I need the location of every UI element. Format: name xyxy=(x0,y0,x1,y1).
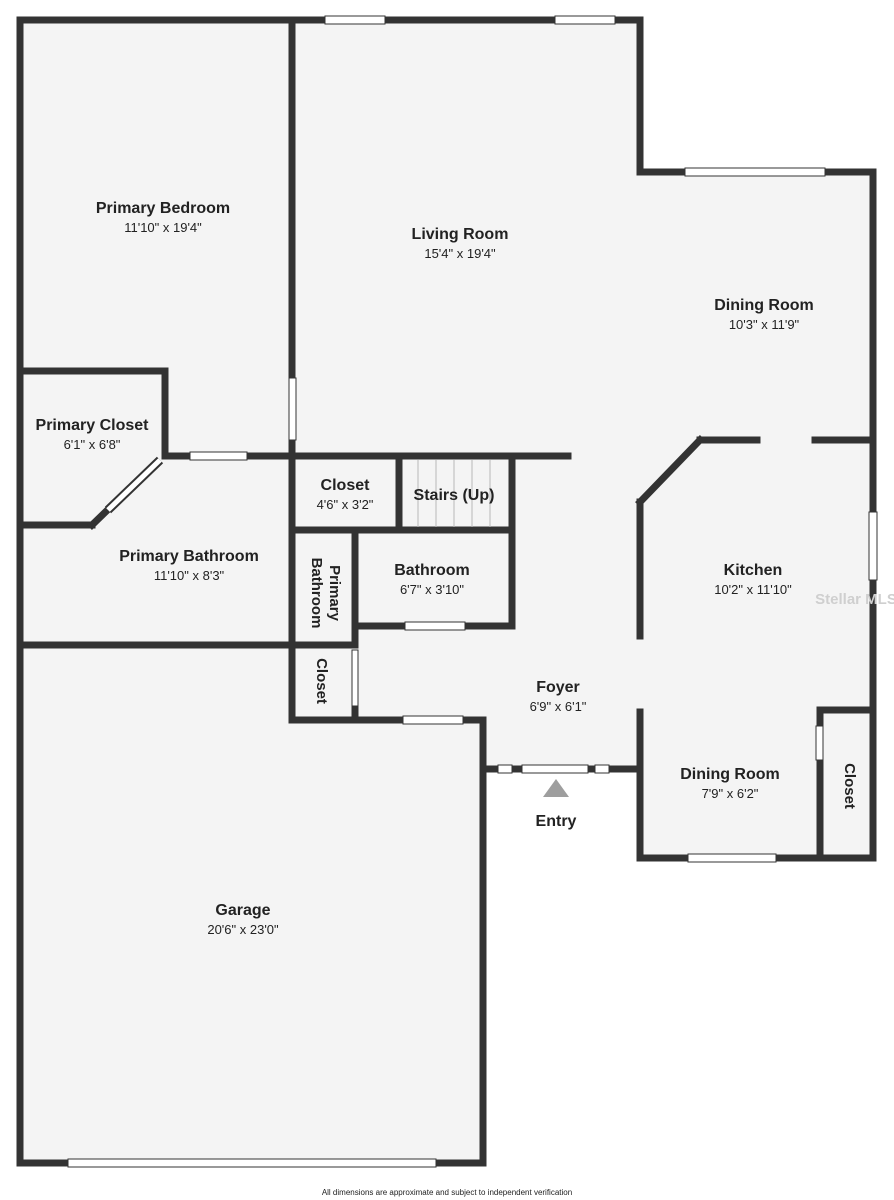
room-name-dining-room: Dining Room xyxy=(714,297,814,314)
room-name-dining-room-small: Dining Room xyxy=(680,766,780,783)
room-name-primary-bath-wc-line1: Primary xyxy=(326,565,343,622)
entry-label: Entry xyxy=(536,813,577,830)
room-name-primary-bath-wc: Primary Bathroom xyxy=(308,558,343,629)
room-dims-garage: 20'6" x 23'0" xyxy=(207,922,279,937)
room-name-closet-kitchen-text: Closet xyxy=(841,763,858,809)
room-name-bathroom: Bathroom xyxy=(394,562,470,579)
room-name-foyer: Foyer xyxy=(536,679,580,696)
windows xyxy=(67,15,878,1168)
room-name-closet-kitchen: Closet xyxy=(841,763,858,809)
room-dims-primary-bedroom: 11'10" x 19'4" xyxy=(124,220,202,235)
room-dims-living-room: 15'4" x 19'4" xyxy=(424,246,496,261)
room-name-kitchen: Kitchen xyxy=(724,562,783,579)
room-name-primary-bath-wc-line2: Bathroom xyxy=(308,558,325,629)
room-name-closet-small: Closet xyxy=(313,658,330,704)
room-name-primary-bedroom: Primary Bedroom xyxy=(96,200,230,217)
room-name-garage: Garage xyxy=(215,902,270,919)
watermark: Stellar MLS xyxy=(815,591,894,608)
entry-arrow-icon xyxy=(543,779,569,797)
room-name-closet: Closet xyxy=(321,477,371,494)
floor-area xyxy=(20,20,873,1163)
room-dims-closet: 4'6" x 3'2" xyxy=(317,497,374,512)
room-name-primary-bathroom: Primary Bathroom xyxy=(119,548,259,565)
room-dims-primary-closet: 6'1" x 6'8" xyxy=(64,437,121,452)
room-dims-dining-room-small: 7'9" x 6'2" xyxy=(702,786,759,801)
room-dims-primary-bathroom: 11'10" x 8'3" xyxy=(154,568,225,583)
room-dims-kitchen: 10'2" x 11'10" xyxy=(714,582,792,597)
stairs-treads xyxy=(417,460,491,527)
room-name-stairs: Stairs (Up) xyxy=(414,487,495,504)
room-dims-bathroom: 6'7" x 3'10" xyxy=(400,582,464,597)
room-name-living-room: Living Room xyxy=(412,226,509,243)
room-dims-foyer: 6'9" x 6'1" xyxy=(530,699,587,714)
room-dims-dining-room: 10'3" x 11'9" xyxy=(729,317,800,332)
disclaimer: All dimensions are approximate and subje… xyxy=(322,1188,572,1197)
room-name-primary-closet: Primary Closet xyxy=(36,417,150,434)
room-name-closet-small-text: Closet xyxy=(313,658,330,704)
room-labels: Primary Bedroom 11'10" x 19'4" Living Ro… xyxy=(36,200,858,937)
